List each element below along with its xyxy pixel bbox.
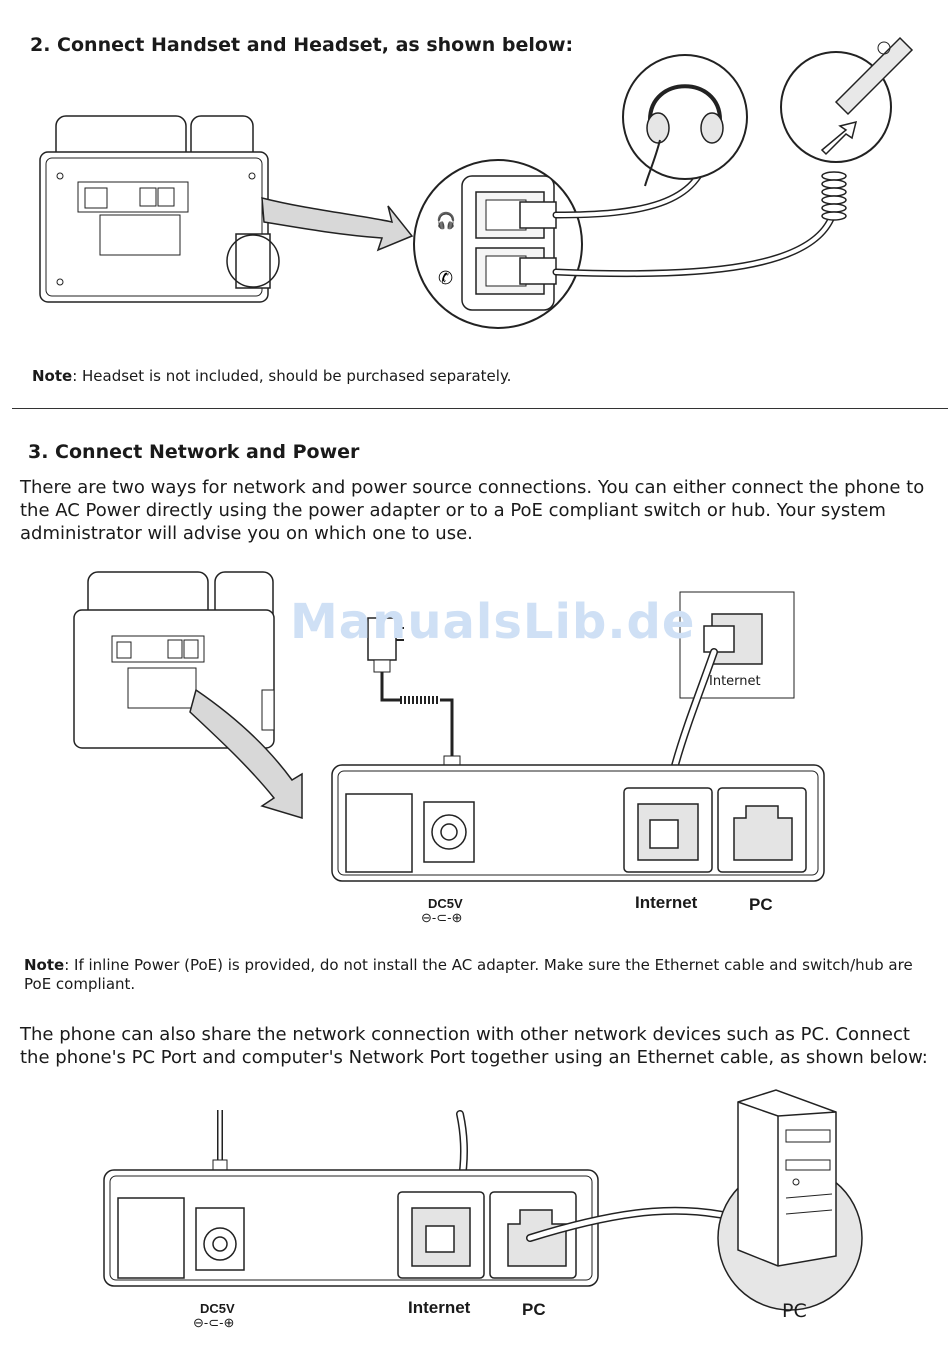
note-label: Note bbox=[32, 367, 73, 385]
handset-icon: ✆ bbox=[438, 268, 453, 289]
share-network-text: The phone can also share the network con… bbox=[20, 1024, 928, 1068]
phone-back-illustration bbox=[39, 115, 280, 303]
handset-headset-diagram: 🎧 ✆ bbox=[39, 36, 914, 329]
internet-box-label: Internet bbox=[709, 674, 761, 689]
arrow-to-rear-panel bbox=[189, 688, 303, 820]
section-2-title: 2. Connect Handset and Headset, as shown… bbox=[30, 34, 574, 56]
dc-polarity-symbol-2: ⊖-⊂-⊕ bbox=[193, 1315, 235, 1330]
ports-zoom-circle: 🎧 ✆ bbox=[413, 159, 583, 329]
network-power-diagram bbox=[73, 571, 825, 882]
dc-polarity-symbol: ⊖-⊂-⊕ bbox=[421, 910, 463, 925]
dc5v-label-2: DC5V bbox=[200, 1301, 235, 1316]
coiled-cord bbox=[821, 171, 847, 221]
phone-rear-panel bbox=[331, 764, 825, 882]
internet-port-label: Internet bbox=[635, 893, 698, 912]
note-text: : Headset is not included, should be pur… bbox=[72, 367, 512, 385]
section-3-note: Note: If inline Power (PoE) is provided,… bbox=[24, 956, 939, 994]
dc5v-label: DC5V bbox=[428, 896, 463, 911]
section-divider bbox=[12, 408, 948, 409]
watermark: ManualsLib.de bbox=[290, 594, 696, 650]
arrow-to-ports bbox=[261, 197, 414, 252]
section-3-title: 3. Connect Network and Power bbox=[28, 441, 360, 463]
pc-port-label-2: PC bbox=[522, 1300, 546, 1319]
internet-port-label-2: Internet bbox=[408, 1298, 471, 1317]
note-text-2: : If inline Power (PoE) is provided, do … bbox=[24, 956, 913, 993]
section-2-note: Note: Headset is not included, should be… bbox=[32, 367, 511, 386]
handset-circle bbox=[780, 36, 914, 163]
pc-port-label: PC bbox=[749, 895, 773, 914]
headset-icon: 🎧 bbox=[436, 211, 456, 230]
computer-label: PC bbox=[782, 1300, 807, 1322]
section-3-intro: There are two ways for network and power… bbox=[20, 477, 925, 544]
computer-tower-icon bbox=[717, 1089, 863, 1311]
phone-rear-panel-2 bbox=[103, 1169, 599, 1287]
internet-wall-box bbox=[679, 591, 795, 699]
note-label-2: Note bbox=[24, 956, 65, 974]
headset-circle bbox=[622, 54, 748, 187]
